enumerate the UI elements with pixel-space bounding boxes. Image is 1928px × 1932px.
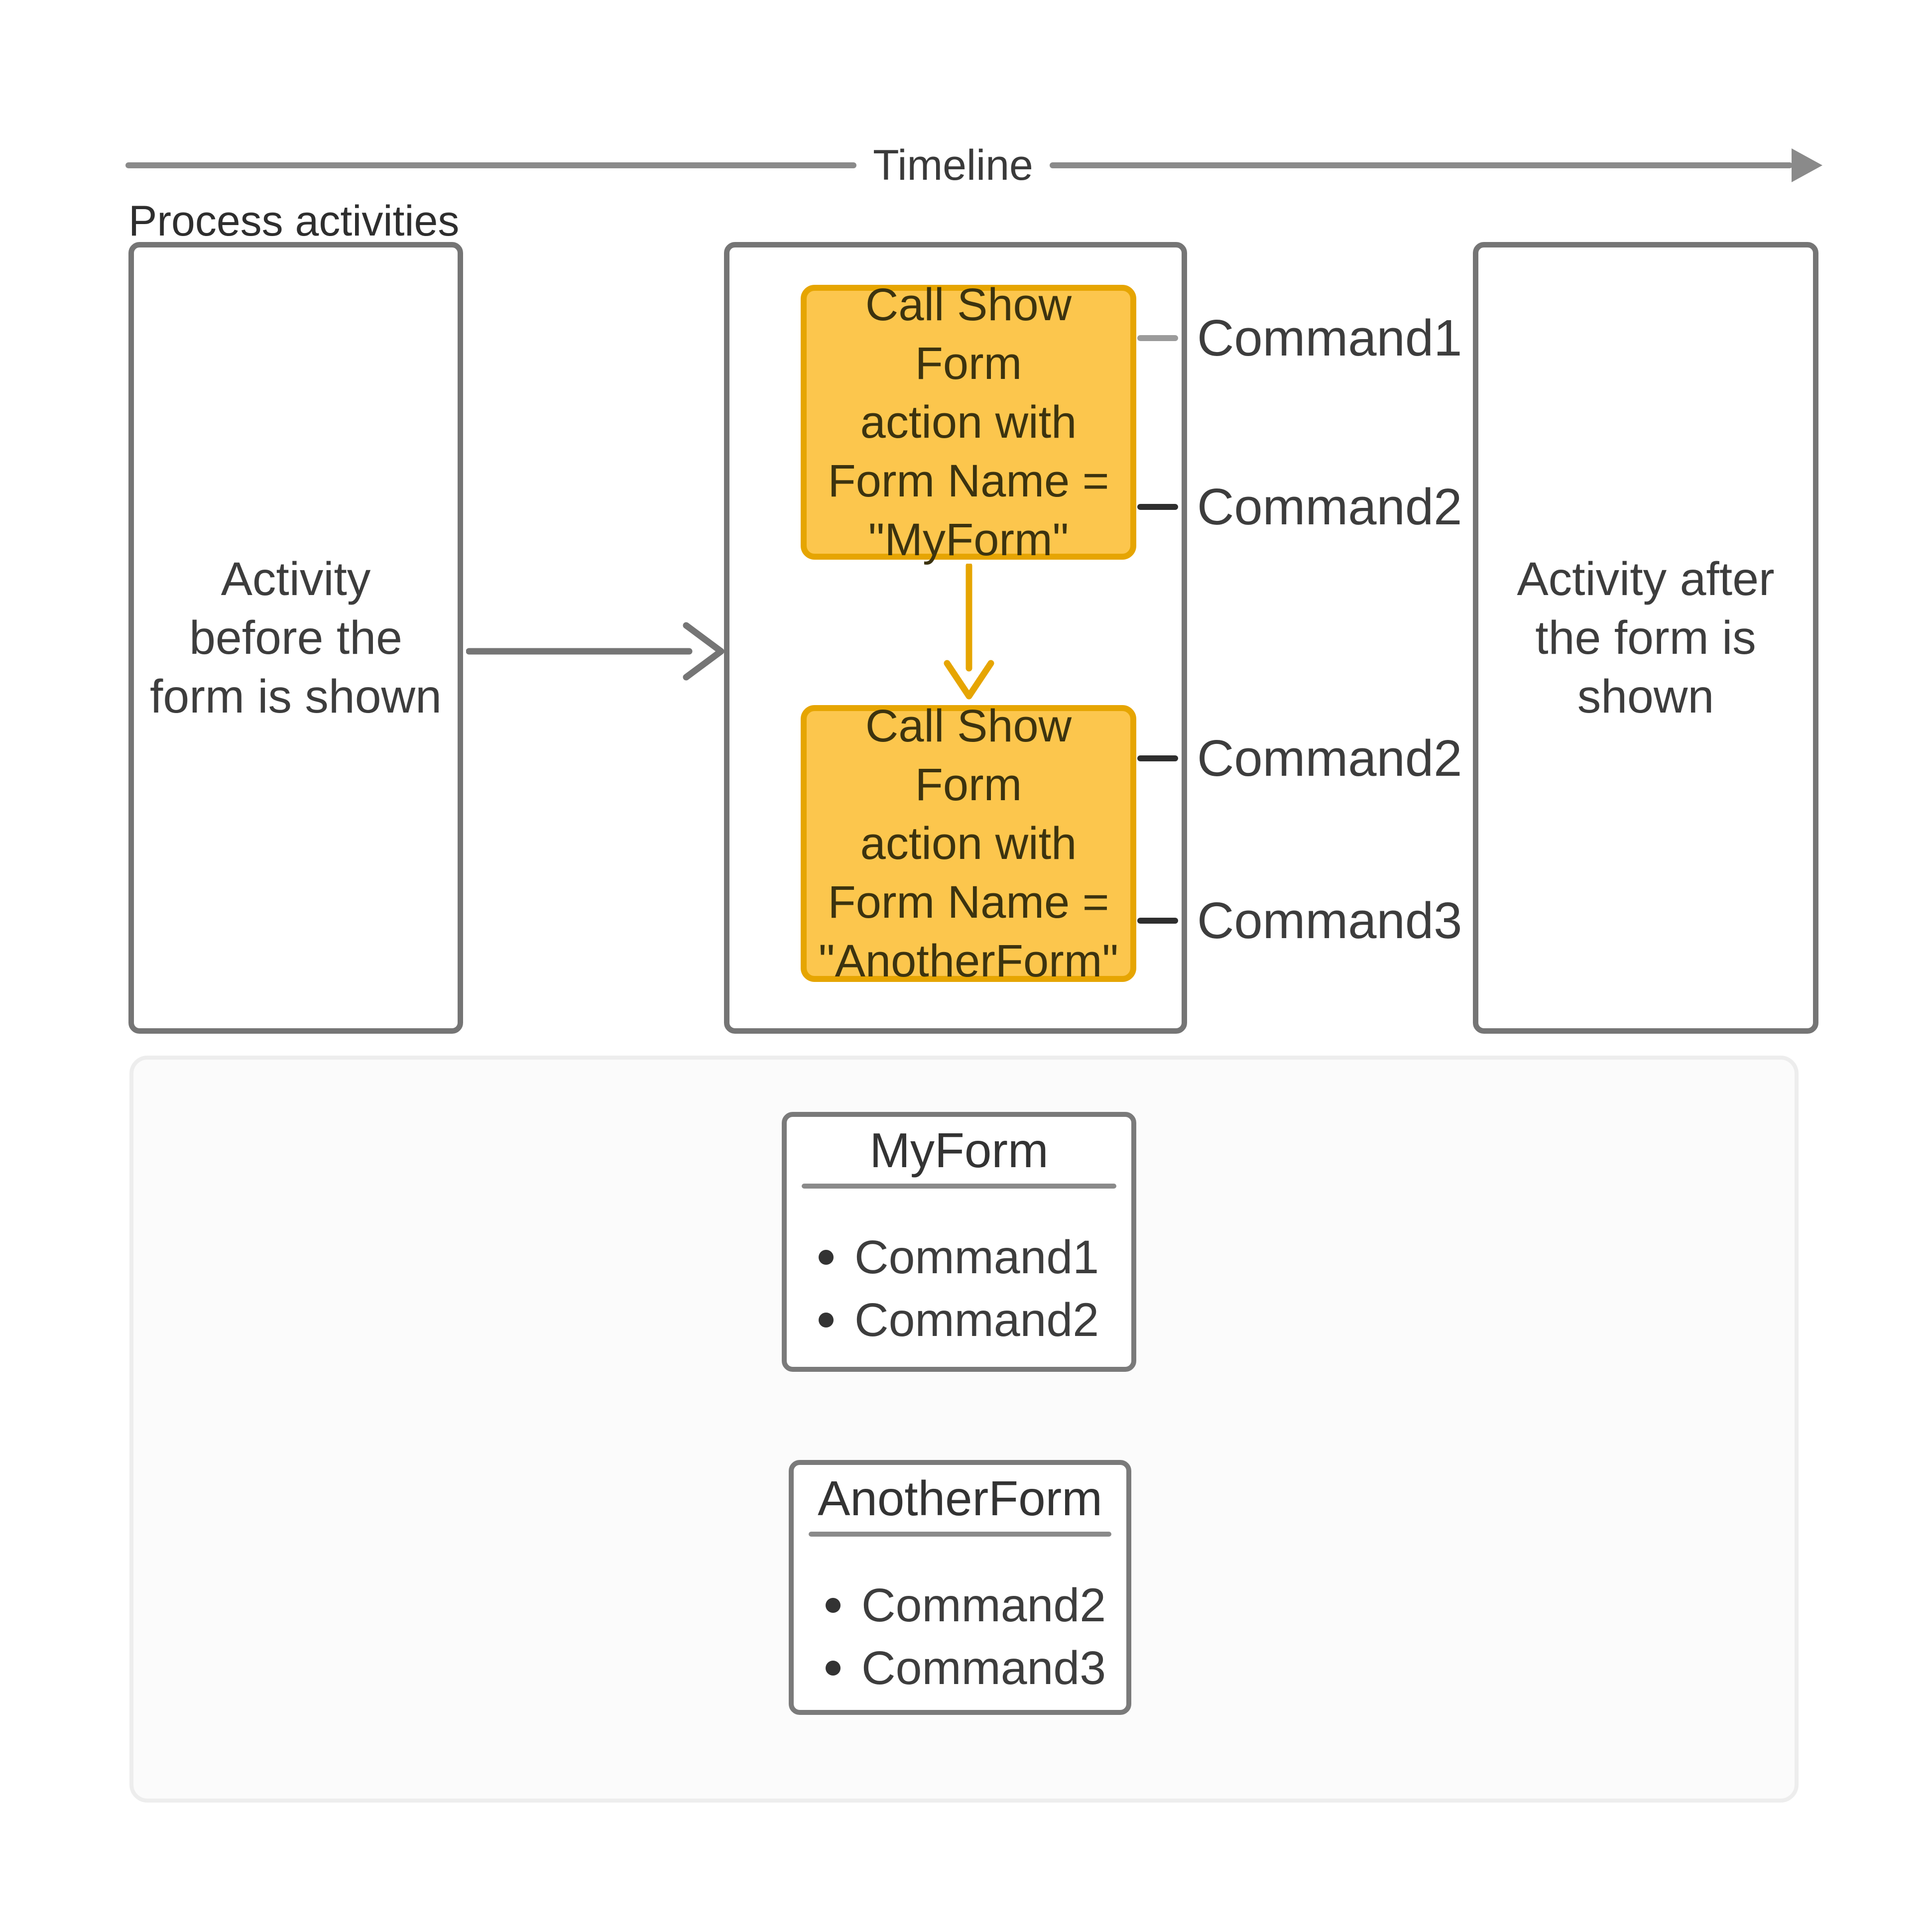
form-card-title: MyForm	[869, 1123, 1049, 1178]
list-item: Command2	[819, 1291, 1131, 1349]
connector-tick	[1137, 918, 1178, 924]
flow-arrow-icon	[466, 622, 724, 681]
activity-after-line: shown	[1577, 670, 1714, 723]
connector-tick	[1137, 755, 1178, 761]
list-item: Command2	[826, 1576, 1126, 1634]
form-item-label: Command2	[861, 1579, 1106, 1632]
activity-before-box: Activity before the form is shown	[128, 242, 463, 1034]
activity-before-line: before the	[189, 611, 402, 664]
bullet-icon	[826, 1598, 841, 1613]
form-item-label: Command2	[854, 1294, 1099, 1346]
form-command-list: Command2 Command3	[794, 1576, 1126, 1697]
activity-after-line: Activity after	[1517, 553, 1775, 605]
action-line: Form Name =	[828, 456, 1109, 506]
command-label: Command2	[1197, 729, 1462, 787]
connector-tick	[1137, 335, 1178, 341]
activity-before-line: Activity	[221, 553, 371, 605]
form-command-list: Command1 Command2	[787, 1228, 1131, 1349]
list-item: Command3	[826, 1639, 1126, 1697]
form-card-myform: MyForm Command1 Command2	[782, 1112, 1136, 1372]
sequence-arrow-icon	[944, 564, 994, 700]
form-card-separator	[802, 1184, 1116, 1189]
process-activities-label: Process activities	[128, 197, 460, 245]
action-line: Call Show Form	[865, 701, 1072, 810]
activity-after-line: the form is	[1535, 611, 1756, 664]
form-card-title: AnotherForm	[818, 1471, 1102, 1526]
action-line: Form Name =	[828, 877, 1109, 928]
action-line: action with	[860, 397, 1077, 448]
connector-tick	[1137, 504, 1178, 510]
list-item: Command1	[819, 1228, 1131, 1286]
action-line: action with	[860, 818, 1077, 869]
show-form-action-anotherform: Call Show Form action with Form Name = "…	[801, 701, 1136, 986]
activity-after-box: Activity after the form is shown	[1473, 242, 1818, 1034]
show-form-action-myform: Call Show Form action with Form Name = "…	[801, 279, 1136, 565]
action-line: Call Show Form	[865, 279, 1072, 389]
action-line: "MyForm"	[868, 514, 1069, 565]
command-label: Command3	[1197, 892, 1462, 949]
timeline-arrowhead-icon	[1792, 148, 1822, 182]
timeline-line-left	[125, 162, 856, 168]
form-item-label: Command3	[861, 1642, 1106, 1694]
form-item-label: Command1	[854, 1231, 1099, 1284]
command-label: Command2	[1197, 478, 1462, 535]
timeline-label: Timeline	[873, 141, 1033, 189]
bullet-icon	[819, 1250, 834, 1265]
activity-before-line: form is shown	[149, 670, 442, 723]
form-card-anotherform: AnotherForm Command2 Command3	[789, 1460, 1131, 1715]
command-label: Command1	[1197, 309, 1462, 366]
bullet-icon	[826, 1661, 841, 1676]
action-line: "AnotherForm"	[818, 936, 1119, 986]
bullet-icon	[819, 1313, 834, 1328]
timeline-line-right	[1050, 162, 1793, 168]
form-card-separator	[809, 1532, 1111, 1537]
